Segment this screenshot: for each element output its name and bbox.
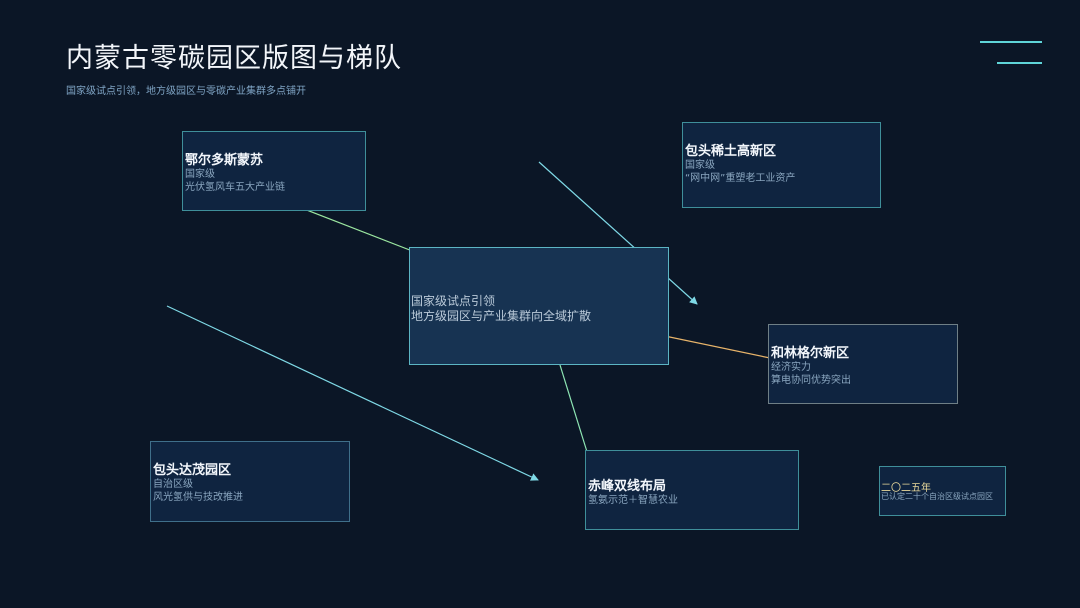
link-center-chifeng (559, 364, 589, 456)
node-damao-name: 包头达茂园区 (153, 463, 232, 478)
decor-line-bottom (997, 62, 1042, 64)
center-node: 国家级试点引领 地方级园区与产业集群向全域扩散 (409, 247, 669, 365)
node-damao-desc: 风光氢供与技改推进 (153, 492, 243, 503)
node-horinger-level: 经济实力 (771, 362, 811, 373)
year-note-text: 已认定二十个自治区级试点园区 (881, 492, 993, 501)
node-chifeng-desc: 氢氨示范＋智慧农业 (588, 495, 678, 506)
arrow-to-chifeng (166, 305, 539, 481)
node-ordos-level: 国家级 (185, 169, 215, 180)
node-ordos: 鄂尔多斯蒙苏 国家级 光伏氢风车五大产业链 (182, 131, 366, 211)
page-subtitle: 国家级试点引领，地方级园区与零碳产业集群多点铺开 (66, 86, 306, 97)
center-line-2: 地方级园区与产业集群向全域扩散 (411, 309, 592, 323)
node-horinger-desc: 算电协同优势突出 (771, 375, 851, 386)
link-center-horinger (659, 334, 771, 359)
node-chifeng: 赤峰双线布局 氢氨示范＋智慧农业 (585, 450, 799, 530)
center-line-1: 国家级试点引领 (411, 294, 496, 308)
decor-line-top (980, 41, 1042, 43)
node-ordos-name: 鄂尔多斯蒙苏 (185, 153, 264, 168)
node-horinger: 和林格尔新区 经济实力 算电协同优势突出 (768, 324, 958, 404)
arrow-to-center-right (538, 161, 698, 305)
node-damao: 包头达茂园区 自治区级 风光氢供与技改推进 (150, 441, 350, 522)
node-baotou-name: 包头稀土高新区 (685, 144, 777, 159)
year-note: 二〇二五年 已认定二十个自治区级试点园区 (879, 466, 1006, 516)
node-horinger-name: 和林格尔新区 (771, 346, 850, 361)
node-chifeng-name: 赤峰双线布局 (588, 479, 667, 494)
node-baotou-level: 国家级 (685, 160, 715, 171)
node-baotou-desc: “网中网”重塑老工业资产 (685, 173, 796, 184)
page-title: 内蒙古零碳园区版图与梯队 (66, 43, 402, 74)
node-ordos-desc: 光伏氢风车五大产业链 (185, 182, 285, 193)
year-note-year: 二〇二五年 (881, 483, 931, 494)
node-damao-level: 自治区级 (153, 479, 193, 490)
node-baotou: 包头稀土高新区 国家级 “网中网”重塑老工业资产 (682, 122, 881, 208)
